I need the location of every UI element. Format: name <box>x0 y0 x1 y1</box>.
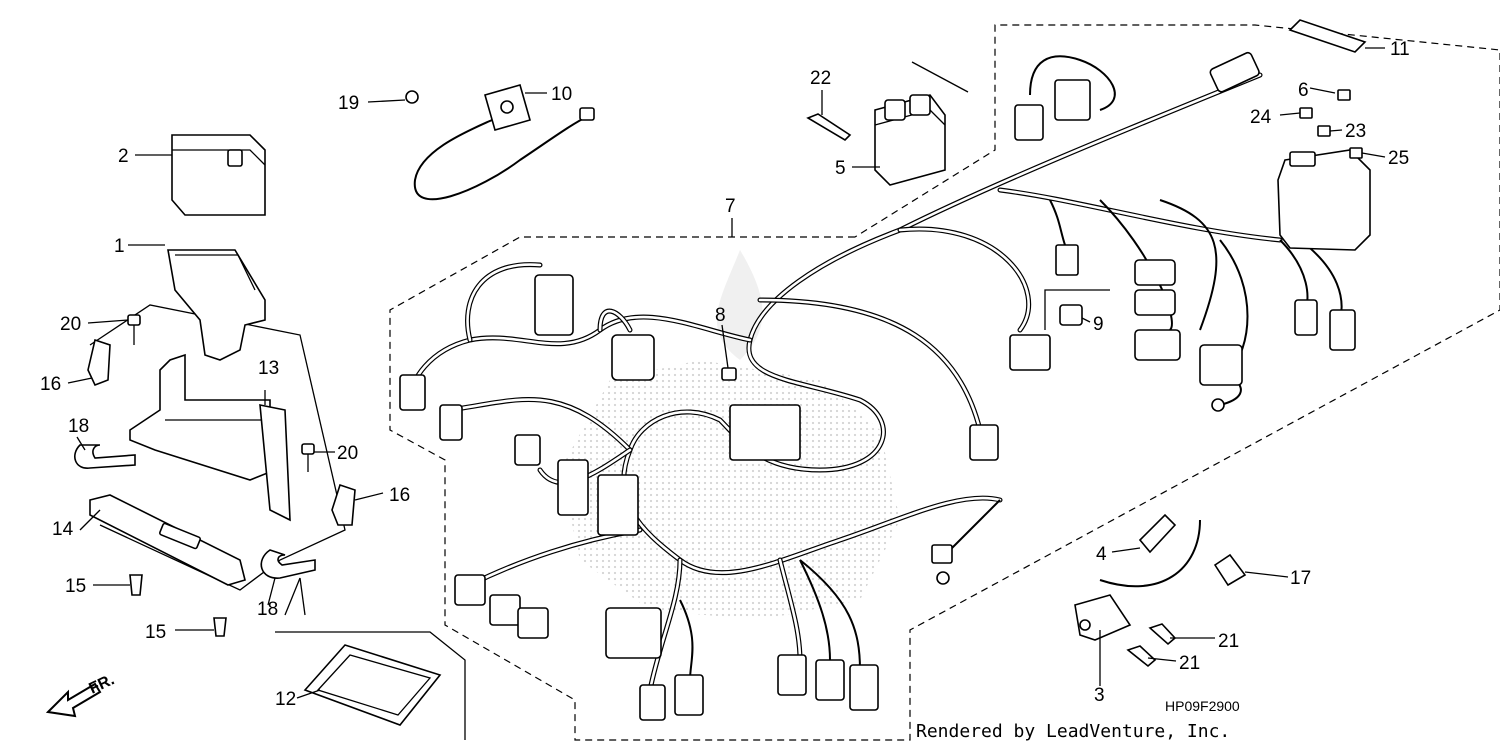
callout-8: 8 <box>715 305 726 326</box>
callout-19: 19 <box>338 93 359 114</box>
callout-16b: 16 <box>389 485 410 506</box>
part-13-bracket <box>129 353 291 522</box>
group-border-5 <box>911 61 969 93</box>
group-border-left <box>89 304 346 591</box>
callout-9: 9 <box>1093 314 1104 335</box>
part-12-module <box>303 644 442 726</box>
callout-20b: 20 <box>337 443 358 464</box>
group-border-12 <box>275 631 466 740</box>
fuse-box <box>1277 89 1371 251</box>
part-1-cover <box>167 249 266 361</box>
part-18-clamps <box>74 444 316 579</box>
callout-25: 25 <box>1388 148 1409 169</box>
callout-12: 12 <box>275 689 296 710</box>
callout-17: 17 <box>1290 568 1311 589</box>
callout-21b: 21 <box>1179 653 1200 674</box>
callout-23: 23 <box>1345 121 1366 142</box>
front-direction-label: FR. <box>87 671 118 697</box>
group-border-harness <box>389 24 1500 741</box>
callout-2: 2 <box>118 146 129 167</box>
part-14-plate <box>89 494 246 586</box>
callout-10: 10 <box>551 84 572 105</box>
callout-7: 7 <box>725 196 736 217</box>
diagram-code: HP09F2900 <box>1165 698 1240 714</box>
callout-24: 24 <box>1250 107 1272 128</box>
parts-3-4-17 <box>1074 513 1247 641</box>
callout-15b: 15 <box>145 622 166 643</box>
callout-15a: 15 <box>65 576 86 597</box>
callout-5: 5 <box>835 158 846 179</box>
callout-13: 13 <box>258 358 279 379</box>
callout-4: 4 <box>1096 544 1107 565</box>
callout-18b: 18 <box>257 599 278 620</box>
front-direction-arrow: FR. <box>45 671 118 718</box>
callout-20a: 20 <box>60 314 81 335</box>
part-16-clips <box>87 338 356 526</box>
callout-11: 11 <box>1390 39 1410 60</box>
part-2-unit <box>171 134 266 216</box>
callout-1: 1 <box>114 236 125 257</box>
callout-labels: 2 1 3 4 5 6 7 8 9 10 11 12 13 14 15 15 1… <box>40 39 1410 710</box>
callout-14: 14 <box>52 519 74 540</box>
callout-21a: 21 <box>1218 631 1239 652</box>
leader-lines <box>67 47 1386 699</box>
harness-connectors <box>399 51 1356 721</box>
callout-6: 6 <box>1298 80 1309 101</box>
part-11-label <box>1288 19 1367 53</box>
group-border-9 <box>1044 289 1110 330</box>
callout-3: 3 <box>1094 685 1105 706</box>
part-10-sensor <box>413 84 595 201</box>
callout-16a: 16 <box>40 374 61 395</box>
callout-22: 22 <box>810 68 831 89</box>
callout-18a: 18 <box>68 416 89 437</box>
part-5-regulator <box>874 94 946 186</box>
parts-8-9 <box>721 304 1083 381</box>
render-credit: Rendered by LeadVenture, Inc. <box>916 721 1230 742</box>
